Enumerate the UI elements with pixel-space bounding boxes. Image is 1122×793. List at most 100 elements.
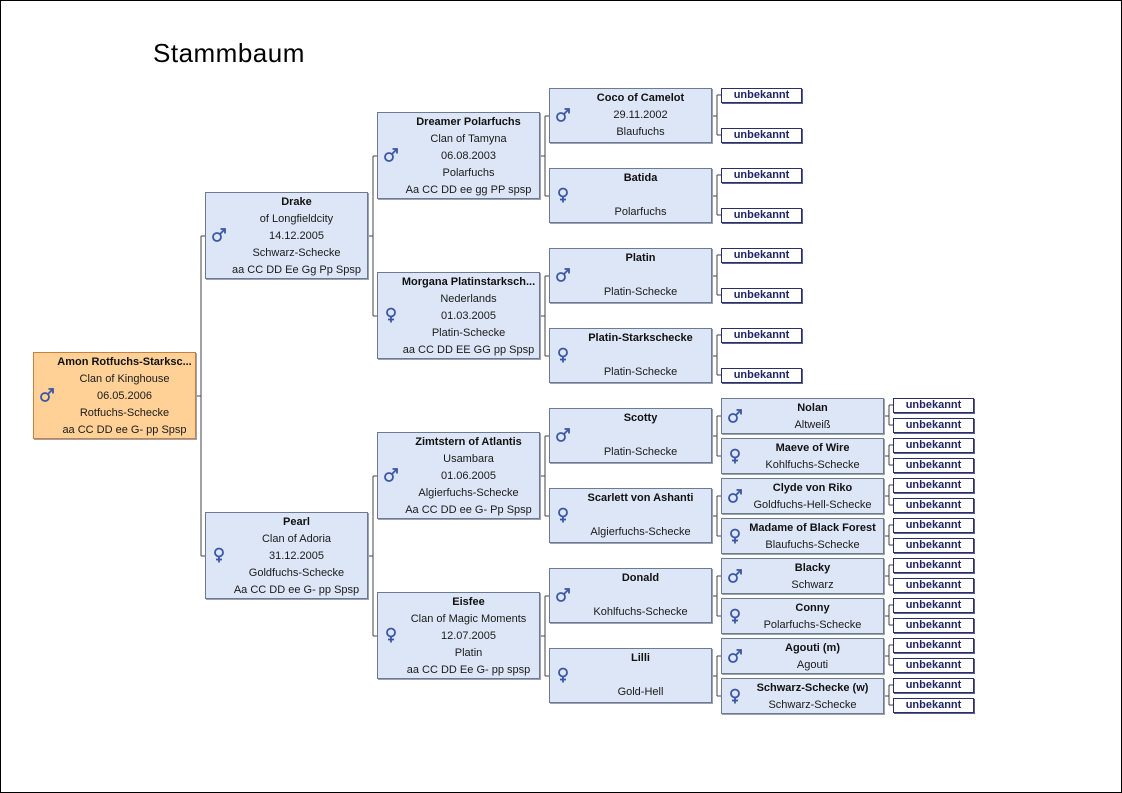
person-name: Schwarz-Schecke (w): [756, 682, 869, 694]
person-detail: Nederlands: [440, 293, 497, 305]
person-detail: aa CC DD EE GG pp Spsp: [402, 344, 535, 356]
unknown-ancestor-box[interactable]: unbekannt: [721, 248, 802, 263]
person-detail: Kohlfuchs-Schecke: [765, 459, 860, 471]
person-detail: Polarfuchs: [614, 206, 667, 218]
unknown-ancestor-box[interactable]: unbekannt: [893, 518, 974, 533]
person-name: Donald: [621, 572, 660, 584]
person-name: Platin-Starkschecke: [588, 332, 693, 344]
person-name: Coco of Camelot: [596, 92, 685, 104]
person-detail: Clan of Adoria: [261, 533, 332, 545]
unknown-ancestor-box[interactable]: unbekannt: [893, 418, 974, 433]
male-symbol-icon: [39, 387, 55, 403]
person-name: Scotty: [623, 412, 658, 424]
unknown-ancestor-box[interactable]: unbekannt: [721, 168, 802, 183]
male-symbol-icon: [555, 427, 571, 443]
unknown-ancestor-box[interactable]: unbekannt: [893, 458, 974, 473]
male-symbol-icon: [555, 267, 571, 283]
unknown-ancestor-box[interactable]: unbekannt: [893, 618, 974, 633]
unknown-ancestor-box[interactable]: unbekannt: [721, 208, 802, 223]
person-detail: aa CC DD Ee G- pp spsp: [406, 664, 531, 676]
person-name: Clyde von Riko: [772, 482, 853, 494]
male-symbol-icon: [555, 107, 571, 123]
person-detail: 29.11.2002: [613, 109, 668, 121]
person-detail: Platin-Schecke: [603, 446, 678, 458]
person-card[interactable]: Agouti (m)Agouti: [721, 638, 884, 674]
female-symbol-icon: [383, 627, 399, 643]
unknown-ancestor-box[interactable]: unbekannt: [893, 678, 974, 693]
unknown-ancestor-box[interactable]: unbekannt: [721, 128, 802, 143]
person-name: Drake: [281, 196, 312, 208]
person-detail: 01.06.2005: [440, 470, 497, 482]
unknown-ancestor-box[interactable]: unbekannt: [893, 398, 974, 413]
person-detail: Algierfuchs-Schecke: [590, 526, 691, 538]
unknown-ancestor-box[interactable]: unbekannt: [893, 658, 974, 673]
unknown-ancestor-box[interactable]: unbekannt: [721, 368, 802, 383]
male-symbol-icon: [211, 227, 227, 243]
female-symbol-icon: [727, 688, 743, 704]
person-detail: Blaufuchs-Schecke: [765, 539, 860, 551]
person-detail: Clan of Tamyna: [430, 133, 507, 145]
person-detail: Usambara: [443, 453, 494, 465]
person-name: Zimtstern of Atlantis: [415, 436, 522, 448]
female-symbol-icon: [555, 347, 571, 363]
person-card[interactable]: Schwarz-Schecke (w) Schwarz-Schecke: [721, 678, 884, 714]
person-name: Amon Rotfuchs-Starksc...: [57, 356, 192, 368]
unknown-ancestor-box[interactable]: unbekannt: [893, 578, 974, 593]
female-symbol-icon: [211, 547, 227, 563]
person-detail: Aa CC DD ee G- pp Spsp: [233, 584, 360, 596]
unknown-ancestor-box[interactable]: unbekannt: [893, 478, 974, 493]
unknown-ancestor-box[interactable]: unbekannt: [893, 438, 974, 453]
person-detail: Agouti: [796, 659, 829, 671]
male-symbol-icon: [727, 568, 743, 584]
male-symbol-icon: [727, 488, 743, 504]
male-symbol-icon: [383, 467, 399, 483]
unknown-ancestor-box[interactable]: unbekannt: [893, 558, 974, 573]
male-symbol-icon: [727, 648, 743, 664]
unknown-ancestor-box[interactable]: unbekannt: [893, 538, 974, 553]
unknown-ancestor-box[interactable]: unbekannt: [893, 698, 974, 713]
person-card[interactable]: Amon Rotfuchs-Starksc...Clan of Kinghous…: [33, 352, 196, 439]
unknown-ancestor-box[interactable]: unbekannt: [893, 598, 974, 613]
female-symbol-icon: [727, 608, 743, 624]
person-detail: 12.07.2005: [440, 630, 497, 642]
person-detail: of Longfieldcity: [259, 213, 334, 225]
person-detail: Platin-Schecke: [603, 366, 678, 378]
unknown-ancestor-box[interactable]: unbekannt: [893, 638, 974, 653]
person-detail: Algierfuchs-Schecke: [418, 487, 519, 499]
male-symbol-icon: [727, 408, 743, 424]
person-detail: 31.12.2005: [268, 550, 325, 562]
person-detail: Polarfuchs-Schecke: [763, 619, 862, 631]
person-detail: Aa CC DD ee gg PP spsp: [405, 184, 532, 196]
unknown-ancestor-box[interactable]: unbekannt: [721, 328, 802, 343]
female-symbol-icon: [727, 528, 743, 544]
person-name: Lilli: [631, 652, 650, 664]
unknown-ancestor-box[interactable]: unbekannt: [721, 288, 802, 303]
unknown-ancestor-box[interactable]: unbekannt: [893, 498, 974, 513]
unknown-ancestor-box[interactable]: unbekannt: [721, 88, 802, 103]
person-detail: aa CC DD Ee Gg Pp Spsp: [231, 264, 361, 276]
person-detail: Altweiß: [794, 419, 831, 431]
person-name: Eisfee: [452, 596, 485, 608]
person-detail: Schwarz-Schecke: [768, 699, 857, 711]
person-detail: Platin-Schecke: [603, 286, 678, 298]
